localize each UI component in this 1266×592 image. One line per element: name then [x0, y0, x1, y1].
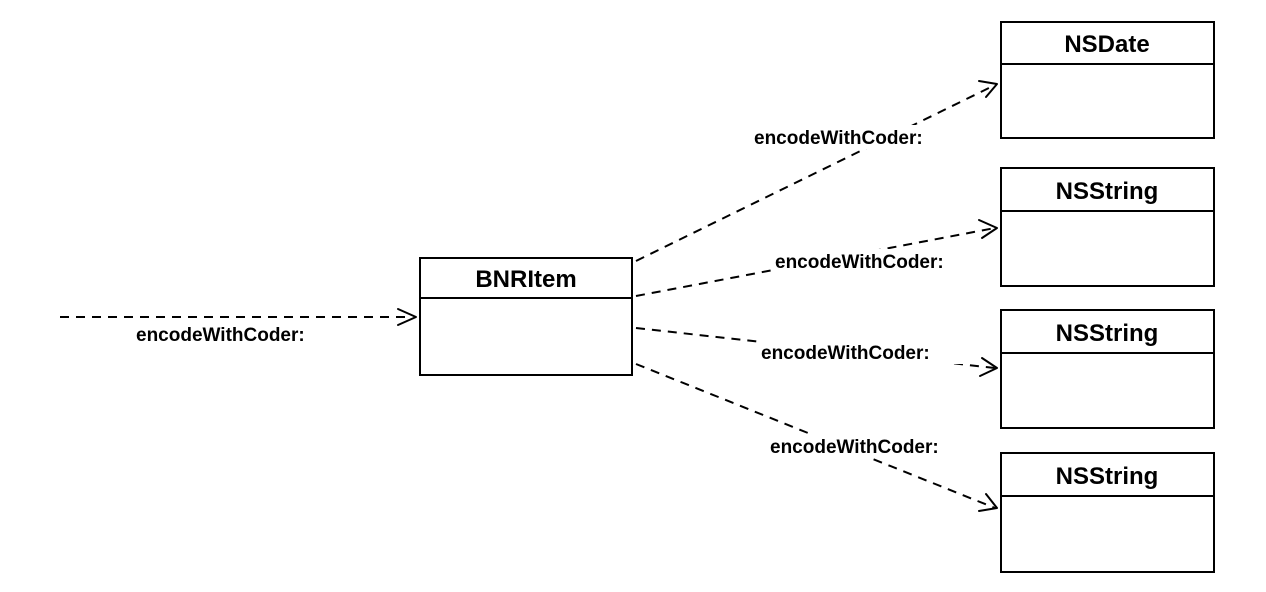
arrowhead-icon [397, 308, 417, 326]
class-box-bnritem: BNRItem [419, 257, 633, 376]
box-title: NSString [1056, 463, 1159, 490]
message-label-to-nsstring-1: encodeWithCoder: [772, 249, 984, 273]
message-label-to-nsstring-3: encodeWithCoder: [768, 434, 980, 458]
message-label: encodeWithCoder: [136, 325, 305, 346]
arrowhead-icon [978, 80, 998, 98]
message-label: encodeWithCoder: [775, 252, 944, 273]
box-title: BNRItem [475, 266, 576, 293]
box-title: NSString [1056, 178, 1159, 205]
class-box-nsstring-3: NSString [1000, 452, 1215, 573]
box-title: NSDate [1064, 31, 1149, 58]
message-label: encodeWithCoder: [770, 437, 939, 458]
message-label-to-nsstring-2: encodeWithCoder: [758, 340, 972, 364]
class-box-nsstring-1: NSString [1000, 167, 1215, 287]
edge-to-nsdate [635, 80, 998, 262]
arrowhead-icon [978, 493, 998, 512]
class-box-nsstring-2: NSString [1000, 309, 1215, 429]
arrowhead-icon [978, 219, 998, 239]
edge-incoming [60, 308, 417, 326]
message-label: encodeWithCoder: [754, 128, 923, 149]
arrowhead-icon [979, 357, 998, 377]
message-label: encodeWithCoder: [761, 343, 930, 364]
box-title: NSString [1056, 320, 1159, 347]
message-label-to-nsdate: encodeWithCoder: [752, 125, 964, 149]
class-box-nsdate: NSDate [1000, 21, 1215, 139]
message-label-incoming: encodeWithCoder: [136, 325, 305, 346]
